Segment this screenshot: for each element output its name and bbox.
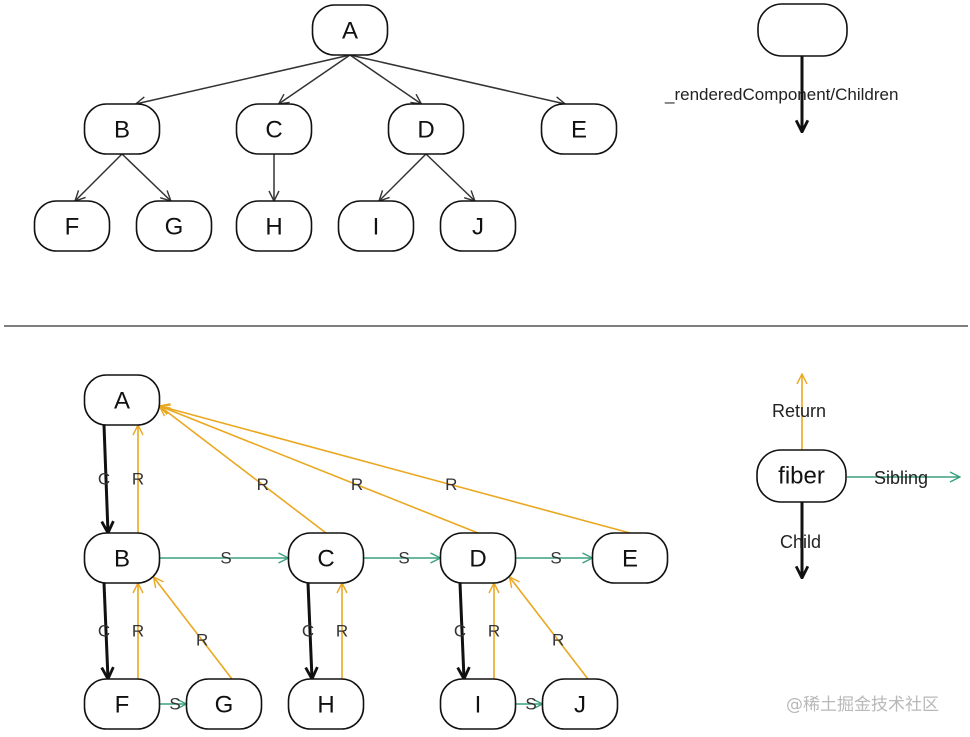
top-node-G-label: G bbox=[165, 214, 184, 241]
top-edge-A-E bbox=[349, 54, 565, 104]
top-node-I-label: I bbox=[373, 214, 380, 241]
fiber-legend-node: fiber bbox=[756, 449, 847, 503]
top-edge-D-I bbox=[379, 153, 427, 201]
watermark: @稀土掘金技术社区 bbox=[786, 695, 939, 715]
fiber-node-H: H bbox=[287, 678, 365, 730]
fiber-node-C-label: C bbox=[317, 546, 334, 573]
return-edge-E-A bbox=[160, 406, 631, 534]
child-edge-D-I bbox=[460, 582, 464, 679]
fiber-node-D-label: D bbox=[469, 546, 486, 573]
sibling-label-F-G: S bbox=[169, 695, 180, 714]
fiber-node-I: I bbox=[439, 678, 517, 730]
fiber-legend-return-label: Return bbox=[772, 401, 826, 421]
fiber-node-G: G bbox=[185, 678, 263, 730]
fiber-node-B-label: B bbox=[114, 546, 130, 573]
top-node-E: E bbox=[540, 103, 618, 155]
return-label-H-C: R bbox=[336, 622, 348, 641]
fiber-node-E-label: E bbox=[622, 546, 638, 573]
top-node-D: D bbox=[387, 103, 465, 155]
fiber-tree-edges: C C C C S S S S S R R R R R R R R R bbox=[98, 406, 631, 714]
top-edge-B-F bbox=[75, 153, 123, 201]
top-node-J: J bbox=[439, 200, 517, 252]
fiber-node-G-label: G bbox=[215, 692, 234, 719]
child-edge-A-B bbox=[104, 424, 108, 533]
fiber-node-H-label: H bbox=[317, 692, 334, 719]
child-label-A-B: C bbox=[98, 470, 110, 489]
top-node-F: F bbox=[33, 200, 111, 252]
top-tree-nodes: A B C D E F G H I J bbox=[33, 4, 618, 252]
top-edge-A-C bbox=[279, 54, 351, 104]
fiber-node-A-label: A bbox=[114, 388, 130, 415]
top-node-C-label: C bbox=[265, 117, 282, 144]
fiber-legend-child-label: Child bbox=[780, 532, 821, 552]
top-node-A-label: A bbox=[342, 18, 358, 45]
return-edge-D-A bbox=[160, 406, 479, 534]
top-legend-node bbox=[757, 3, 848, 57]
fiber-legend: Return Sibling Child fiber bbox=[756, 374, 960, 578]
top-node-A: A bbox=[311, 4, 389, 56]
return-edge-J-D bbox=[510, 577, 589, 680]
top-node-D-label: D bbox=[417, 117, 434, 144]
return-label-C-A: R bbox=[257, 475, 269, 494]
child-label-D-I: C bbox=[454, 622, 466, 641]
top-tree-edges bbox=[75, 54, 565, 201]
top-legend: _renderedComponent/Children bbox=[664, 3, 898, 132]
return-label-B-A: R bbox=[132, 470, 144, 489]
fiber-node-C: C bbox=[287, 532, 365, 584]
top-edge-A-D bbox=[349, 54, 421, 104]
fiber-node-D: D bbox=[439, 532, 517, 584]
fiber-node-F-label: F bbox=[115, 692, 130, 719]
top-node-H-label: H bbox=[265, 214, 282, 241]
top-node-C: C bbox=[235, 103, 313, 155]
sibling-label-I-J: S bbox=[525, 695, 536, 714]
top-node-H: H bbox=[235, 200, 313, 252]
return-edge-G-B bbox=[154, 577, 233, 680]
top-node-I: I bbox=[337, 200, 415, 252]
return-label-G-B: R bbox=[196, 631, 208, 650]
top-edge-D-J bbox=[425, 153, 475, 201]
return-edge-C-A bbox=[160, 406, 327, 534]
child-label-B-F: C bbox=[98, 622, 110, 641]
top-node-F-label: F bbox=[65, 214, 80, 241]
fiber-node-A: A bbox=[83, 374, 161, 426]
top-edge-B-G bbox=[121, 153, 171, 201]
return-label-I-D: R bbox=[488, 622, 500, 641]
fiber-node-B: B bbox=[83, 532, 161, 584]
top-edge-A-B bbox=[136, 54, 351, 104]
fiber-node-J: J bbox=[541, 678, 619, 730]
fiber-node-F: F bbox=[83, 678, 161, 730]
sibling-label-B-C: S bbox=[220, 549, 231, 568]
return-label-D-A: R bbox=[351, 475, 363, 494]
sibling-label-D-E: S bbox=[550, 549, 561, 568]
fiber-tree-nodes: A B C D E F G H I J bbox=[83, 374, 669, 730]
return-label-F-B: R bbox=[132, 622, 144, 641]
fiber-node-E: E bbox=[591, 532, 669, 584]
top-node-E-label: E bbox=[571, 117, 587, 144]
child-label-C-H: C bbox=[302, 622, 314, 641]
return-label-E-A: R bbox=[445, 475, 457, 494]
top-legend-label: _renderedComponent/Children bbox=[664, 85, 898, 104]
sibling-label-C-D: S bbox=[398, 549, 409, 568]
top-node-J-label: J bbox=[472, 214, 484, 241]
fiber-legend-node-label: fiber bbox=[778, 463, 825, 490]
top-node-B-label: B bbox=[114, 117, 130, 144]
fiber-node-J-label: J bbox=[574, 692, 586, 719]
top-node-G: G bbox=[135, 200, 213, 252]
fiber-legend-sibling-label: Sibling bbox=[874, 468, 928, 488]
child-edge-C-H bbox=[308, 582, 312, 679]
fiber-node-I-label: I bbox=[475, 692, 482, 719]
child-edge-B-F bbox=[104, 582, 108, 679]
return-label-J-D: R bbox=[552, 631, 564, 650]
top-node-B: B bbox=[83, 103, 161, 155]
